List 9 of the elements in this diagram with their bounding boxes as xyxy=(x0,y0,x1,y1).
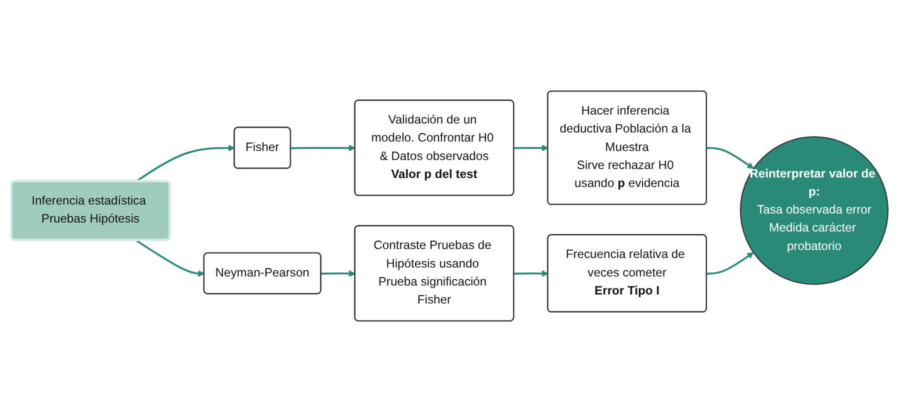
arrow xyxy=(136,144,235,182)
node-circle: Reinterpretar valor de p: Tasa observada error Medida carácter probatorio xyxy=(740,136,888,284)
arrow xyxy=(290,144,356,151)
arrow xyxy=(706,252,754,274)
arrow xyxy=(136,239,205,276)
arrow xyxy=(514,270,548,276)
arrow xyxy=(321,270,356,276)
arrow xyxy=(514,144,548,151)
arrow xyxy=(706,146,754,168)
